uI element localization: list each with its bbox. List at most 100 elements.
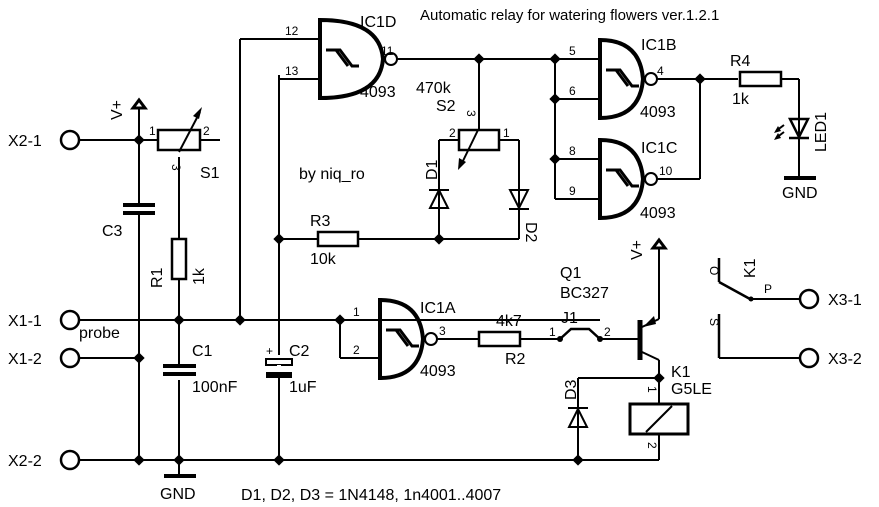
- ic1a-pin3: 3: [439, 324, 446, 338]
- ic1b-pin4: 4: [657, 64, 664, 78]
- k1-contact-label: K1: [742, 258, 759, 278]
- resistor-r3: R3 10k: [279, 213, 519, 268]
- r2-label: R2: [505, 351, 526, 368]
- led-led1: LED1 GND: [774, 79, 830, 202]
- c3-label: C3: [102, 223, 123, 240]
- ic1d-pin13: 13: [285, 64, 299, 78]
- k1-label: K1: [671, 364, 691, 381]
- j1-pin2: 2: [604, 325, 611, 339]
- capacitor-c2: + C2 1uF: [265, 343, 317, 396]
- ic1c-pin8: 8: [569, 144, 576, 158]
- d3-label: D3: [563, 379, 580, 400]
- s2-pin2: 2: [449, 126, 456, 140]
- ic1a-pin2: 2: [353, 343, 360, 357]
- probe-label: probe: [79, 325, 120, 342]
- k1-contact-p: P: [764, 282, 772, 296]
- r2-value: 4k7: [496, 313, 522, 330]
- s1-pin2: 2: [203, 124, 210, 138]
- k1-pin2: 2: [645, 442, 659, 449]
- s1-pin1: 1: [149, 124, 156, 138]
- ic1b-pin6: 6: [569, 84, 576, 98]
- gnd-label-bottom: GND: [160, 486, 196, 503]
- potentiometer-s1: 1 2 3 S1: [149, 107, 220, 182]
- diode-note: D1, D2, D3 = 1N4148, 1n4001..4007: [241, 487, 501, 504]
- d2-label: D2: [522, 222, 539, 243]
- s2-label: S2: [436, 98, 456, 115]
- ic1c-label: IC1C: [641, 140, 677, 157]
- diagram-title: Automatic relay for watering flowers ver…: [420, 7, 719, 24]
- diode-d1: D1: [424, 140, 450, 239]
- gate-ic1a: 1 2 3 IC1A 4093: [339, 297, 479, 381]
- terminal-x3-2: X3-2: [798, 347, 862, 369]
- k1-contact-s: S: [707, 318, 721, 326]
- diode-d3: D3: [563, 377, 659, 460]
- vplus-label-right: V+: [629, 240, 646, 260]
- capacitor-c1: C1 100nF: [163, 343, 238, 396]
- s2-pin3: 3: [464, 110, 478, 117]
- terminal-x2-2-label: X2-2: [8, 453, 42, 470]
- q1-type: BC327: [560, 285, 609, 302]
- ic1a-type: 4093: [420, 363, 456, 380]
- resistor-r2: 4k7 R2: [477, 313, 560, 368]
- ic1d-label: IC1D: [360, 14, 396, 31]
- led1-label: LED1: [813, 112, 830, 152]
- s2-pin1: 1: [503, 126, 510, 140]
- r3-label: R3: [310, 213, 331, 230]
- ic1b-label: IC1B: [641, 37, 677, 54]
- jumper-j1: 1 2 J1: [549, 310, 638, 342]
- d1-label: D1: [424, 159, 441, 180]
- gnd-label-led: GND: [782, 185, 818, 202]
- resistor-r4: R4 1k: [730, 53, 799, 108]
- ic1c-type: 4093: [640, 205, 676, 222]
- ic1d-type: 4093: [360, 84, 396, 101]
- s1-label: S1: [200, 165, 220, 182]
- terminal-x1-2: X1-2: [8, 347, 81, 369]
- ic1d-pin12: 12: [285, 24, 299, 38]
- c1-label: C1: [192, 343, 213, 360]
- s1-pin3: 3: [169, 164, 183, 171]
- gate-ic1d: 12 13 11 IC1D 4093: [240, 14, 555, 101]
- c2-label: C2: [289, 343, 310, 360]
- ic1a-pin1: 1: [353, 305, 360, 319]
- c2-polarity: +: [266, 344, 273, 358]
- diode-d2: D2: [508, 140, 539, 243]
- r4-label: R4: [730, 53, 751, 70]
- vplus-symbol-right: V+: [629, 237, 668, 260]
- c1-value: 100nF: [192, 379, 238, 396]
- ic1b-pin5: 5: [569, 44, 576, 58]
- transistor-q1: Q1 BC327: [560, 248, 660, 378]
- vplus-symbol-left: V+: [109, 97, 148, 120]
- r3-value: 10k: [310, 251, 337, 268]
- relay-k1-contacts: O P S K1: [707, 258, 800, 359]
- capacitor-c3: C3: [102, 203, 155, 240]
- wires-left: [79, 39, 600, 475]
- ic1c-pin10: 10: [659, 164, 673, 178]
- k1-type: G5LE: [671, 381, 712, 398]
- terminal-x3-1: X3-1: [798, 288, 862, 310]
- j1-label: J1: [561, 310, 578, 327]
- ic1a-label: IC1A: [420, 300, 456, 317]
- ic1b-type: 4093: [640, 104, 676, 121]
- k1-contact-o: O: [707, 266, 721, 275]
- gnd-symbol-bottom: GND: [160, 474, 196, 503]
- terminal-x1-1: X1-1 probe: [8, 309, 120, 342]
- k1-pin1: 1: [645, 386, 659, 393]
- ic1d-pin11: 11: [381, 44, 394, 58]
- r1-value: 1k: [191, 267, 208, 285]
- terminal-x3-1-label: X3-1: [828, 292, 862, 309]
- q1-label: Q1: [560, 265, 581, 282]
- r1-label: R1: [149, 267, 166, 288]
- resistor-r1: R1 1k: [149, 237, 208, 288]
- s2-value: 470k: [416, 80, 452, 97]
- relay-k1-coil: 1 2 K1 G5LE: [578, 364, 712, 461]
- vplus-label-left: V+: [109, 100, 126, 120]
- ic1c-pin9: 9: [569, 184, 576, 198]
- terminal-x3-2-label: X3-2: [828, 351, 862, 368]
- terminal-x1-2-label: X1-2: [8, 351, 42, 368]
- potentiometer-s2: 470k S2 2 1 3: [416, 59, 519, 170]
- terminal-x2-1-label: X2-1: [8, 133, 42, 150]
- c2-value: 1uF: [289, 379, 317, 396]
- terminal-x2-1: X2-1: [8, 129, 81, 151]
- gate-ic1c: 8 9 10 IC1C 4093: [555, 79, 701, 222]
